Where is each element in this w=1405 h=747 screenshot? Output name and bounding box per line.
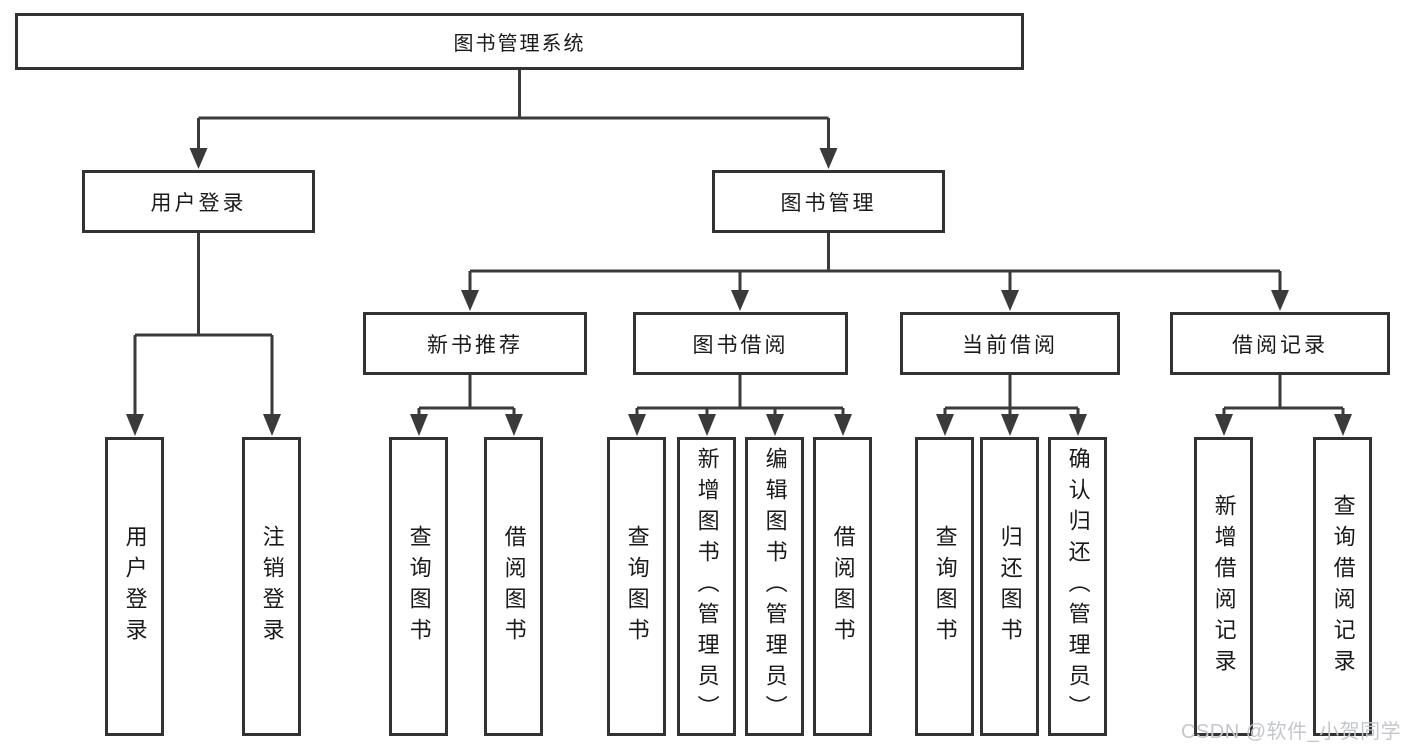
leaf-borrow-books: 借阅图书 <box>813 437 872 736</box>
node-label: 注销登录 <box>259 524 285 649</box>
node-label: 借阅图书 <box>501 524 527 649</box>
csdn-watermark: CSDN @软件_小贺同学 <box>1181 721 1402 743</box>
leaf-query-borrow-record: 查询借阅记录 <box>1313 437 1372 736</box>
leaf-query-books-borrowing: 查询图书 <box>607 437 666 736</box>
leaf-borrow-books-recommend: 借阅图书 <box>484 437 543 736</box>
arrowheads <box>126 148 1352 436</box>
node-label: 归还图书 <box>997 524 1023 649</box>
leaf-query-books-current: 查询图书 <box>915 437 974 736</box>
node-label: 用户登录 <box>122 524 148 649</box>
tree-wires <box>133 70 1345 416</box>
node-label: 新增借阅记录 <box>1211 493 1237 680</box>
group-new-book-recommendation: 新书推荐 <box>363 312 587 375</box>
node-label: 借阅记录 <box>1232 333 1328 357</box>
node-label: 用户登录 <box>150 191 247 215</box>
node-label: 查询图书 <box>406 524 432 649</box>
node-label: 编辑图书（管理员） <box>762 447 788 726</box>
leaf-add-books-admin: 新增图书（管理员） <box>677 437 736 736</box>
branch-book-management: 图书管理 <box>712 170 945 233</box>
node-label: 借阅图书 <box>830 524 856 649</box>
node-label: 图书借阅 <box>692 333 789 357</box>
leaf-confirm-return-admin: 确认归还（管理员） <box>1048 437 1107 736</box>
leaf-logout: 注销登录 <box>242 437 301 736</box>
leaf-add-borrow-record: 新增借阅记录 <box>1194 437 1253 736</box>
node-label: 新书推荐 <box>427 333 523 357</box>
leaf-return-books: 归还图书 <box>980 437 1039 736</box>
node-label: 图书管理系统 <box>453 33 586 55</box>
node-label: 查询图书 <box>932 524 958 649</box>
node-label: 当前借阅 <box>962 333 1058 357</box>
node-label: 确认归还（管理员） <box>1065 447 1091 726</box>
node-root: 图书管理系统 <box>15 13 1024 70</box>
node-label: 查询借阅记录 <box>1330 493 1356 680</box>
group-borrowing-records: 借阅记录 <box>1170 312 1390 375</box>
leaf-query-books-recommend: 查询图书 <box>389 437 448 736</box>
leaf-user-login: 用户登录 <box>105 437 164 736</box>
group-current-borrowing: 当前借阅 <box>900 312 1120 375</box>
group-book-borrowing: 图书借阅 <box>633 312 848 375</box>
branch-user-login: 用户登录 <box>82 170 315 233</box>
node-label: 新增图书（管理员） <box>694 447 720 726</box>
node-label: 查询图书 <box>624 524 650 649</box>
node-label: 图书管理 <box>780 191 877 215</box>
leaf-edit-books-admin: 编辑图书（管理员） <box>745 437 804 736</box>
